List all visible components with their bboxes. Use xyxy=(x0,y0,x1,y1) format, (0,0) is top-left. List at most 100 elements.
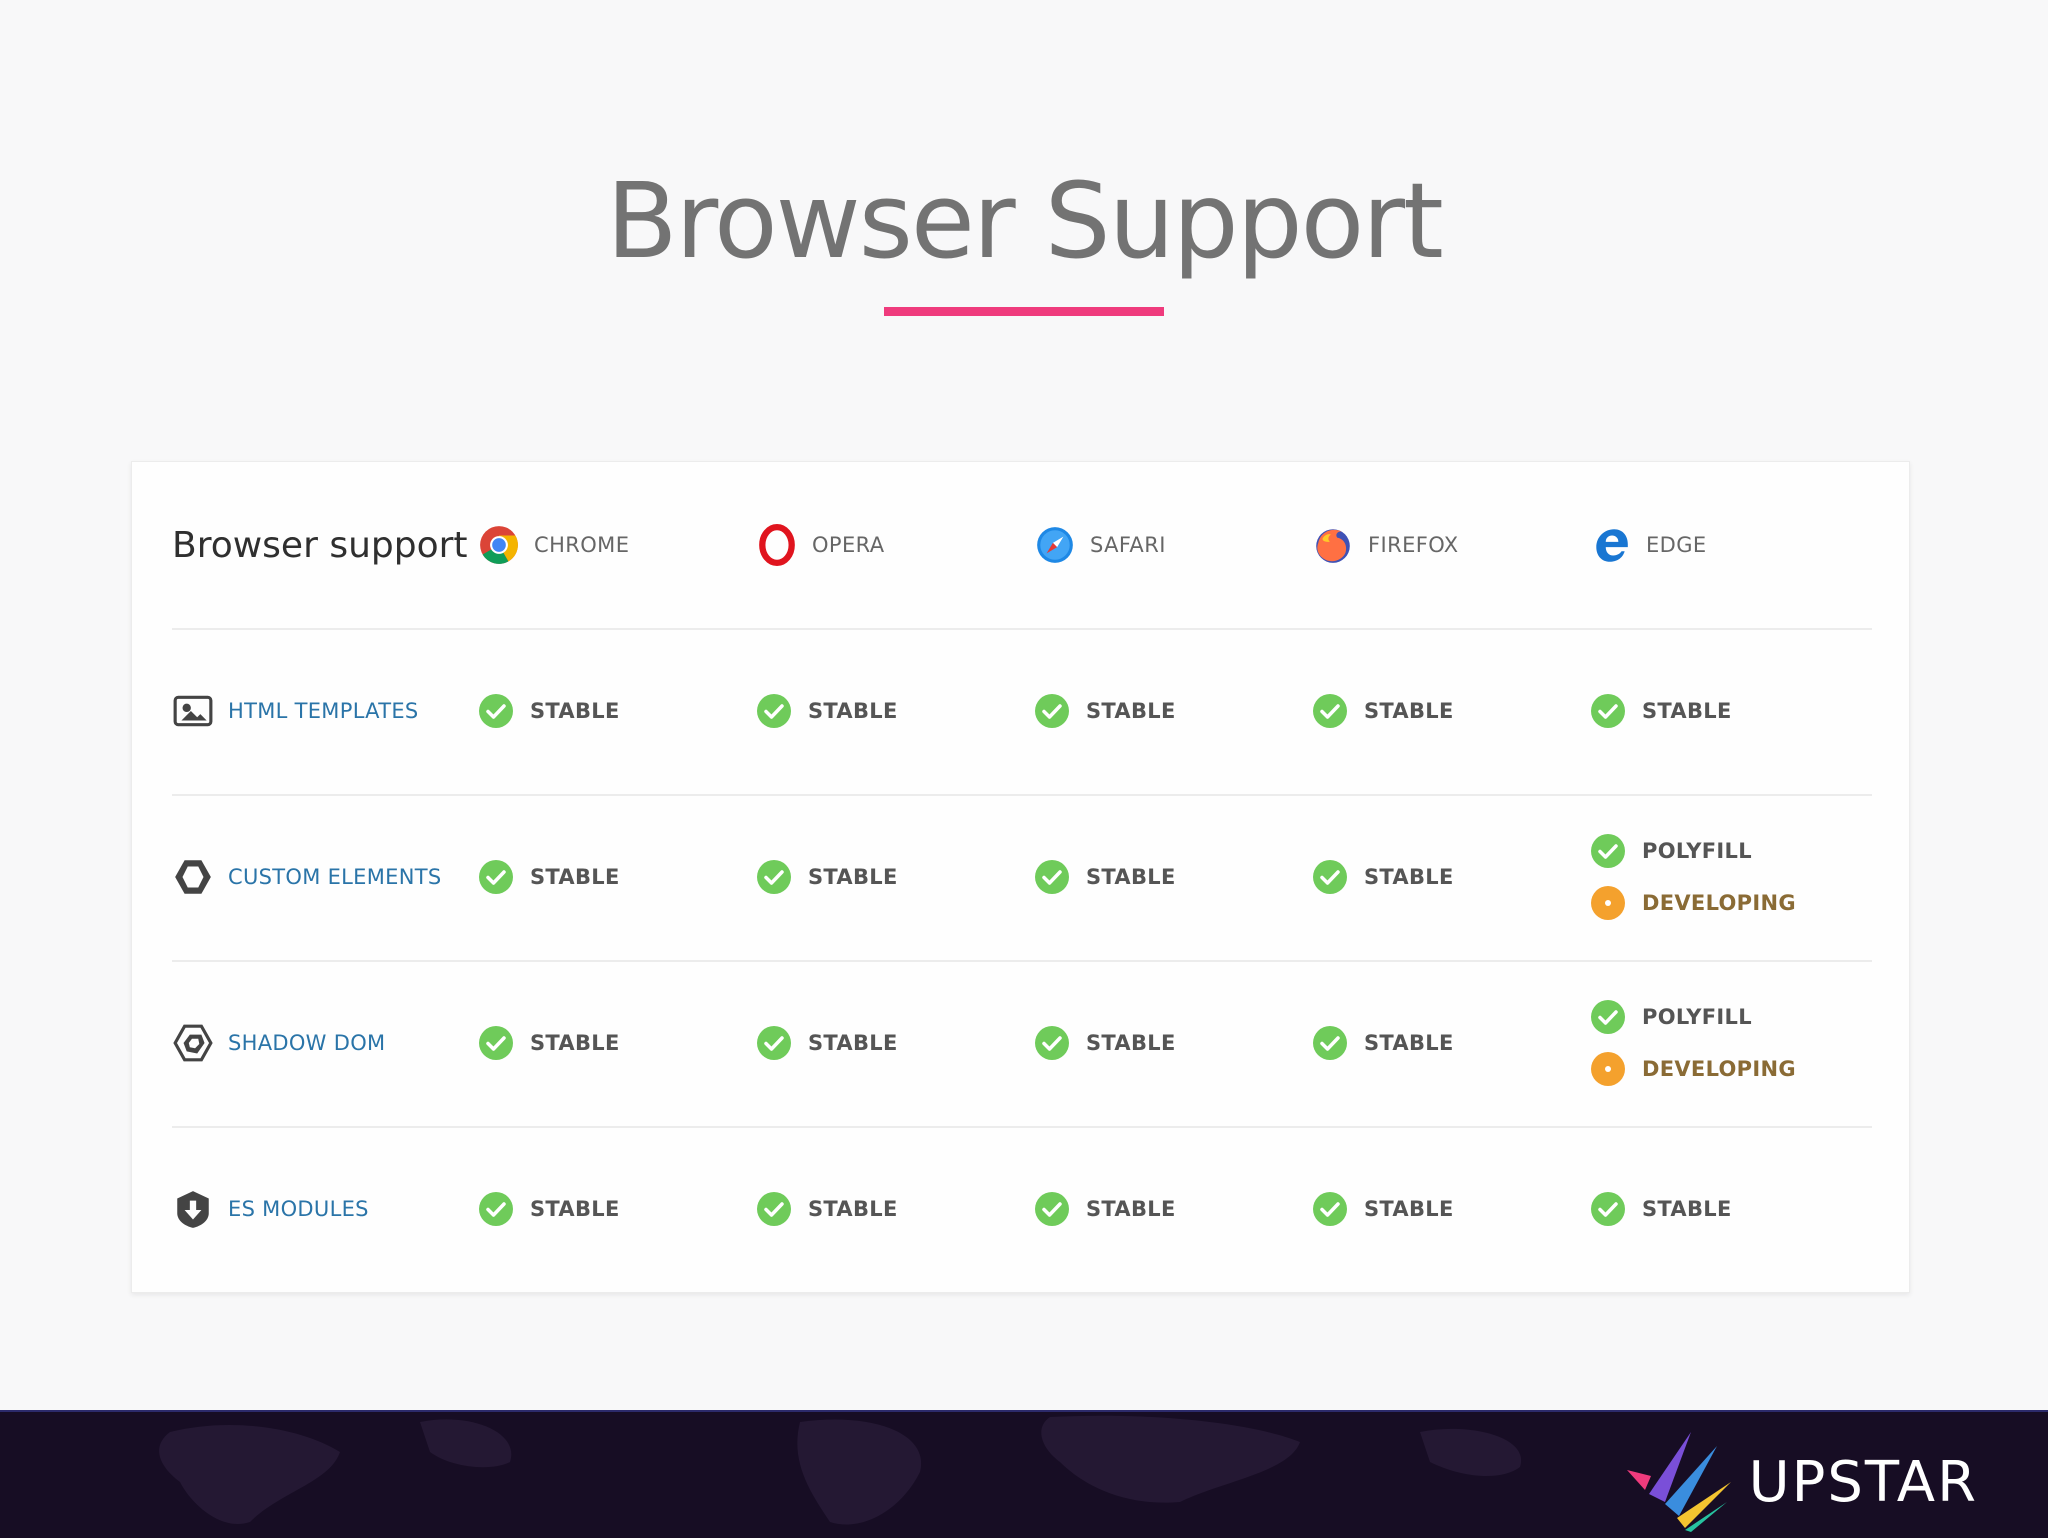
feature-label-cell: HTML TEMPLATES xyxy=(172,628,419,794)
check-icon xyxy=(1035,1026,1069,1060)
browser-name: FIREFOX xyxy=(1368,533,1459,557)
table-row: SHADOW DOM STABLE STABLE STABLE STABLE POLYFI… xyxy=(172,960,1872,1128)
status-badge: STABLE xyxy=(1034,1025,1176,1061)
upstar-logo-icon xyxy=(1626,1432,1731,1532)
status-label: STABLE xyxy=(530,1031,620,1055)
status-label: STABLE xyxy=(530,699,620,723)
status-badge: STABLE xyxy=(756,859,898,895)
feature-label-cell: ES MODULES xyxy=(172,1126,369,1292)
status-cell-edge: POLYFILL DEVELOPING xyxy=(1590,794,1796,960)
check-icon xyxy=(1035,1192,1069,1226)
status-cell-opera: STABLE xyxy=(756,794,898,960)
header-label-cell: Browser support xyxy=(172,462,468,628)
status-cell-chrome: STABLE xyxy=(478,628,620,794)
browser-name: OPERA xyxy=(812,533,885,557)
status-badge: STABLE xyxy=(1312,1191,1454,1227)
status-cell-opera: STABLE xyxy=(756,628,898,794)
feature-name[interactable]: SHADOW DOM xyxy=(228,1031,386,1055)
status-cell-safari: STABLE xyxy=(1034,960,1176,1126)
title-underline xyxy=(884,307,1164,316)
status-badge: STABLE xyxy=(1590,693,1732,729)
status-cell-chrome: STABLE xyxy=(478,960,620,1126)
check-icon xyxy=(757,694,791,728)
edge-icon xyxy=(1596,529,1628,562)
feature-label-cell: CUSTOM ELEMENTS xyxy=(172,794,442,960)
browser-name: SAFARI xyxy=(1090,533,1166,557)
status-badge: STABLE xyxy=(478,1025,620,1061)
check-icon xyxy=(1035,694,1069,728)
status-badge: STABLE xyxy=(478,859,620,895)
status-label: STABLE xyxy=(1086,699,1176,723)
opera-icon xyxy=(759,524,795,566)
table-heading: Browser support xyxy=(172,524,468,566)
status-badge: STABLE xyxy=(1312,693,1454,729)
browser-name: EDGE xyxy=(1646,533,1707,557)
status-badge: STABLE xyxy=(1312,1025,1454,1061)
world-map-decoration xyxy=(159,1415,1522,1525)
check-icon xyxy=(1591,1000,1625,1034)
status-label: DEVELOPING xyxy=(1642,891,1796,915)
status-badge: STABLE xyxy=(1034,859,1176,895)
check-icon xyxy=(757,1192,791,1226)
status-label: POLYFILL xyxy=(1642,839,1752,863)
check-icon xyxy=(1591,834,1625,868)
check-icon xyxy=(757,1026,791,1060)
status-badge: STABLE xyxy=(1590,1191,1732,1227)
status-label: STABLE xyxy=(1364,865,1454,889)
status-cell-opera: STABLE xyxy=(756,1126,898,1292)
image-icon xyxy=(172,690,214,732)
check-icon xyxy=(757,860,791,894)
status-label: STABLE xyxy=(808,699,898,723)
check-icon xyxy=(1313,860,1347,894)
status-cell-safari: STABLE xyxy=(1034,628,1176,794)
check-icon xyxy=(479,860,513,894)
status-label: STABLE xyxy=(1364,1197,1454,1221)
status-badge: STABLE xyxy=(756,1191,898,1227)
check-icon xyxy=(1035,860,1069,894)
status-cell-firefox: STABLE xyxy=(1312,794,1454,960)
safari-icon xyxy=(1037,527,1073,563)
browser-edge: EDGE xyxy=(1590,462,1707,628)
status-badge: STABLE xyxy=(1034,1191,1176,1227)
status-cell-safari: STABLE xyxy=(1034,794,1176,960)
status-cell-firefox: STABLE xyxy=(1312,1126,1454,1292)
table-row: HTML TEMPLATES STABLE STABLE STABLE STABLE ST… xyxy=(172,628,1872,796)
status-label: STABLE xyxy=(1086,1031,1176,1055)
status-badge: DEVELOPING xyxy=(1590,1051,1796,1087)
check-icon xyxy=(1313,694,1347,728)
status-badge: POLYFILL xyxy=(1590,999,1796,1035)
hexagon-icon xyxy=(172,856,214,898)
status-label: STABLE xyxy=(1364,699,1454,723)
status-label: STABLE xyxy=(530,865,620,889)
status-cell-safari: STABLE xyxy=(1034,1126,1176,1292)
browser-support-table: Browser support CHROME OPERA xyxy=(131,461,1910,1294)
status-cell-chrome: STABLE xyxy=(478,1126,620,1292)
slide-title: Browser Support xyxy=(606,160,1444,282)
status-label: STABLE xyxy=(1642,699,1732,723)
status-label: STABLE xyxy=(1086,865,1176,889)
brand-name: UPSTAR xyxy=(1748,1449,1978,1515)
browser-name: CHROME xyxy=(534,533,630,557)
shadow-dom-icon xyxy=(172,1022,214,1064)
status-label: STABLE xyxy=(808,1031,898,1055)
check-icon xyxy=(1591,694,1625,728)
status-label: DEVELOPING xyxy=(1642,1057,1796,1081)
status-cell-chrome: STABLE xyxy=(478,794,620,960)
status-badge: STABLE xyxy=(1034,693,1176,729)
check-icon xyxy=(479,1026,513,1060)
table-row: ES MODULES STABLE STABLE STABLE STABLE STABLE xyxy=(172,1126,1872,1294)
check-icon xyxy=(1591,1192,1625,1226)
feature-name[interactable]: HTML TEMPLATES xyxy=(228,699,419,723)
status-badge: STABLE xyxy=(1312,859,1454,895)
feature-name[interactable]: ES MODULES xyxy=(228,1197,369,1221)
browser-firefox: FIREFOX xyxy=(1312,462,1459,628)
status-cell-firefox: STABLE xyxy=(1312,960,1454,1126)
status-label: STABLE xyxy=(1086,1197,1176,1221)
status-label: STABLE xyxy=(1364,1031,1454,1055)
status-label: STABLE xyxy=(808,1197,898,1221)
status-badge: STABLE xyxy=(478,1191,620,1227)
check-icon xyxy=(1313,1192,1347,1226)
feature-name[interactable]: CUSTOM ELEMENTS xyxy=(228,865,442,889)
brand: UPSTAR xyxy=(1626,1432,1978,1532)
check-icon xyxy=(479,1192,513,1226)
